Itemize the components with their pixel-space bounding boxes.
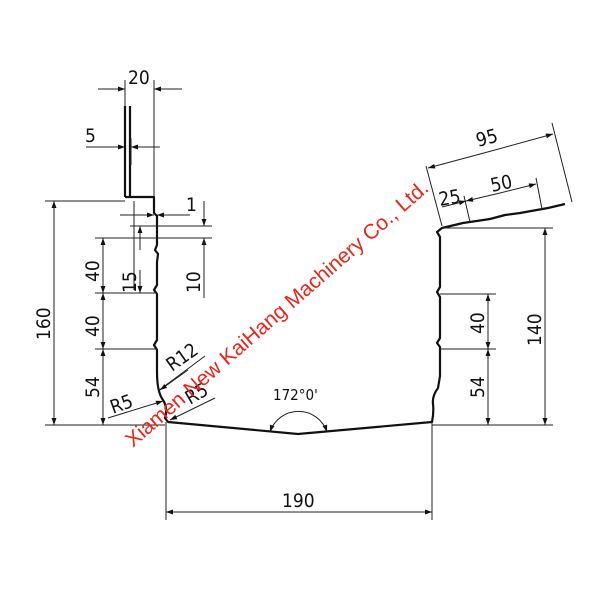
dim-base-angle: 172°0' [269,386,328,433]
gutter-profile [123,106,566,436]
dim-label-140: 140 [524,313,546,346]
dim-flange-25-50: 25 50 [437,171,543,223]
dim-left-height-160: 160 [33,200,165,426]
dim-label-25: 25 [437,185,462,210]
dim-label-r5-left: R5 [107,390,136,418]
dim-lip-5: 5 [85,125,160,165]
dim-label-172: 172°0' [273,386,318,404]
dim-label-10: 10 [183,271,205,293]
dim-rib-15: 15 [119,226,143,293]
dim-label-20: 20 [128,67,150,89]
dim-left-segments: 40 40 54 [82,237,157,425]
dim-base-190: 190 [165,422,433,520]
dim-top-flange-20: 20 [98,67,182,197]
dim-label-40-upper: 40 [82,260,104,282]
dim-label-1: 1 [186,194,197,216]
dim-label-50: 50 [488,171,514,197]
dim-label-40-right: 40 [467,312,489,334]
dim-label-54-right: 54 [467,376,489,398]
dim-label-160: 160 [33,307,55,340]
dim-label-40-mid: 40 [82,315,104,337]
dim-label-15: 15 [119,271,141,293]
dim-right-height-140: 140 [432,227,553,426]
dim-label-190: 190 [282,490,315,512]
watermark-text: Xiamen New KaiHang Machinery Co., Ltd. [121,176,433,451]
dim-label-54-left: 54 [82,376,104,398]
dim-label-5: 5 [85,125,96,147]
dim-label-95: 95 [474,125,501,152]
dim-right-segments: 40 54 [440,293,496,425]
